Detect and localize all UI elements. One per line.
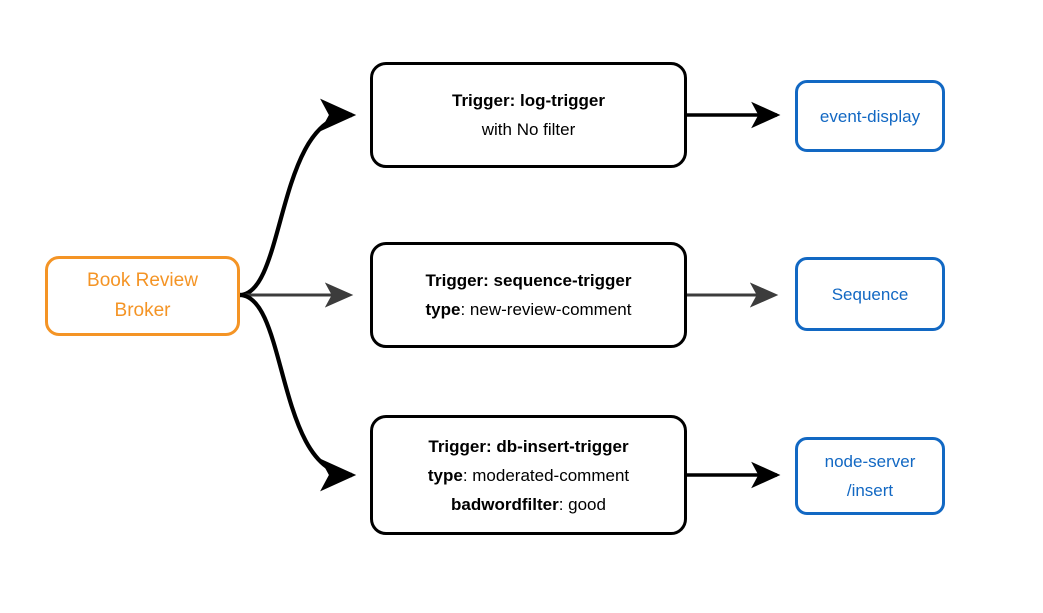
- node-event-display[interactable]: event-display: [795, 80, 945, 152]
- node-book-review-broker[interactable]: Book Review Broker: [45, 256, 240, 336]
- node-trigger-sequence-trigger[interactable]: Trigger: sequence-trigger type: new-revi…: [370, 242, 687, 348]
- node-trigger-log-trigger[interactable]: Trigger: log-trigger with No filter: [370, 62, 687, 168]
- trigger-title: Trigger: sequence-trigger: [425, 271, 632, 290]
- trigger-title: Trigger: log-trigger: [452, 91, 605, 110]
- trigger-detail-line-2: type: new-review-comment: [426, 295, 632, 324]
- trigger-detail-key: badwordfilter: [451, 494, 559, 514]
- node-trigger-db-insert-trigger[interactable]: Trigger: db-insert-trigger type: moderat…: [370, 415, 687, 535]
- target-label-line1: event-display: [819, 106, 921, 126]
- node-node-server-insert[interactable]: node-server /insert: [795, 437, 945, 515]
- trigger-detail-key: type: [425, 300, 461, 319]
- trigger-detail-value: : good: [558, 494, 606, 514]
- trigger-detail-value: : moderated-comment: [462, 465, 630, 485]
- node-sequence[interactable]: Sequence: [795, 257, 945, 331]
- trigger-detail-line-2: with No filter: [482, 115, 576, 144]
- trigger-detail-line-3: badwordfilter: good: [451, 490, 606, 519]
- trigger-detail-value: : new-review-comment: [460, 300, 632, 319]
- target-label-line1: Sequence: [831, 284, 909, 304]
- connector-broker-to-log-trigger: [239, 98, 357, 298]
- connector-broker-to-db-insert-trigger: [239, 292, 357, 492]
- trigger-title: Trigger: db-insert-trigger: [428, 436, 629, 456]
- trigger-detail-line-2: type: moderated-comment: [428, 461, 629, 490]
- trigger-detail-key: type: [427, 465, 463, 485]
- broker-label-line2: Broker: [114, 300, 171, 321]
- trigger-detail-value: with No filter: [481, 120, 576, 139]
- broker-label-line1: Book Review: [87, 270, 198, 291]
- target-label-line2: /insert: [846, 481, 894, 500]
- target-label-line1: node-server: [824, 452, 916, 471]
